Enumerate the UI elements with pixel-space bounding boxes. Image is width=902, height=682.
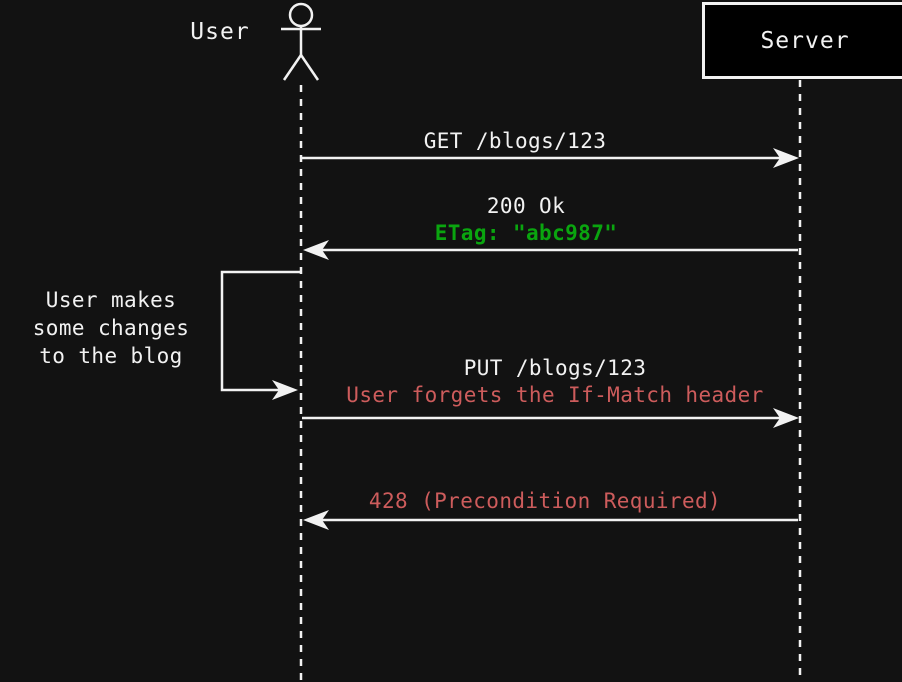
arrow-get-request [302,148,799,168]
message-forgot-header-label: User forgets the If-Match header [346,383,764,407]
user-actor-icon [281,2,321,81]
arrow-precondition-response [303,510,798,530]
message-put-label: PUT /blogs/123 [463,356,647,380]
arrow-put-request [302,408,799,428]
server-actor-label: Server [760,27,850,54]
message-get-label: GET /blogs/123 [423,129,607,153]
message-etag-label: ETag: "abc987" [434,221,618,245]
stick-figure-right-leg [299,54,320,81]
arrowhead-right-icon [272,380,298,400]
arrow-ok-response [303,240,798,260]
self-loop-arrow [220,270,301,400]
message-ok-status-label: 200 Ok [486,194,566,218]
stick-figure-head [288,2,314,28]
server-actor-box: Server [702,2,902,79]
arrowhead-left-icon [303,510,329,530]
user-actor-label: User [190,19,250,45]
note-line: some changes [32,316,190,340]
arrowhead-left-icon [303,240,329,260]
arrowhead-right-icon [773,408,799,428]
self-loop-note: User makes some changes to the blog [33,286,190,370]
note-line: User makes [45,288,177,312]
note-line: to the blog [39,344,183,368]
stick-figure-left-leg [282,54,303,81]
message-precondition-required-label: 428 (Precondition Required) [368,489,722,513]
arrowhead-right-icon [773,148,799,168]
